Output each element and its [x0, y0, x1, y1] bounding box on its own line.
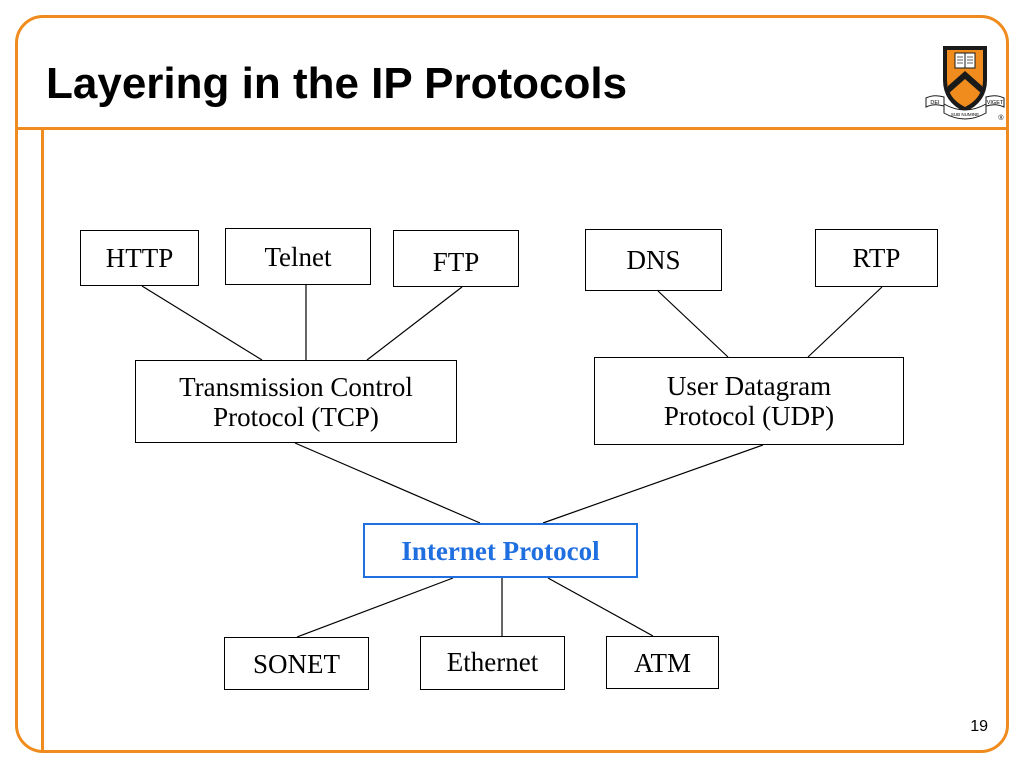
connector-ip-sonet [296, 577, 454, 638]
connector-tcp-ip [294, 442, 481, 524]
atm-box: ATM [606, 636, 719, 689]
ribbon-right-text: VIGET [987, 100, 1004, 106]
sonet-label: SONET [253, 648, 340, 679]
ip-box: Internet Protocol [363, 523, 638, 578]
udp-label-line2: Protocol (UDP) [663, 401, 835, 431]
connector-ip-atm [547, 577, 654, 637]
udp-box: User Datagram Protocol (UDP) [594, 357, 904, 445]
page-number: 19 [970, 718, 988, 735]
ribbon-left-text: DEI [930, 100, 940, 106]
http-box: HTTP [80, 230, 199, 286]
sonet-box: SONET [224, 637, 369, 690]
telnet-label: Telnet [264, 242, 332, 272]
ethernet-box: Ethernet [420, 636, 565, 690]
tcp-label-line1: Transmission Control [179, 371, 413, 402]
ftp-box: FTP [393, 230, 519, 287]
slide-frame [15, 15, 1009, 753]
left-margin-rule [41, 127, 44, 750]
tcp-box: Transmission Control Protocol (TCP) [135, 360, 457, 443]
connector-http-tcp [141, 285, 263, 361]
ip-label: Internet Protocol [401, 535, 600, 566]
ribbon-center-text: SUB NUMINE [951, 112, 979, 117]
connector-rtp-udp [807, 286, 883, 358]
connector-ftp-tcp [366, 286, 463, 361]
http-label: HTTP [105, 243, 174, 273]
dns-label: DNS [626, 245, 681, 275]
connector-udp-ip [542, 444, 764, 524]
rtp-label: RTP [852, 243, 901, 273]
udp-label-line1: User Datagram [666, 371, 832, 401]
ethernet-label: Ethernet [446, 647, 539, 677]
registered-mark: ® [998, 114, 1004, 122]
princeton-shield-icon: DEI SUB NUMINE VIGET ® [925, 46, 1005, 122]
connector-dns-udp [657, 290, 729, 358]
tcp-label-line2: Protocol (TCP) [213, 401, 379, 432]
telnet-box: Telnet [225, 228, 371, 285]
slide-title: Layering in the IP Protocols [46, 59, 628, 108]
atm-label: ATM [633, 647, 691, 678]
rtp-box: RTP [815, 229, 938, 287]
title-divider [18, 127, 1006, 130]
dns-box: DNS [585, 229, 722, 291]
ftp-label: FTP [432, 247, 480, 277]
